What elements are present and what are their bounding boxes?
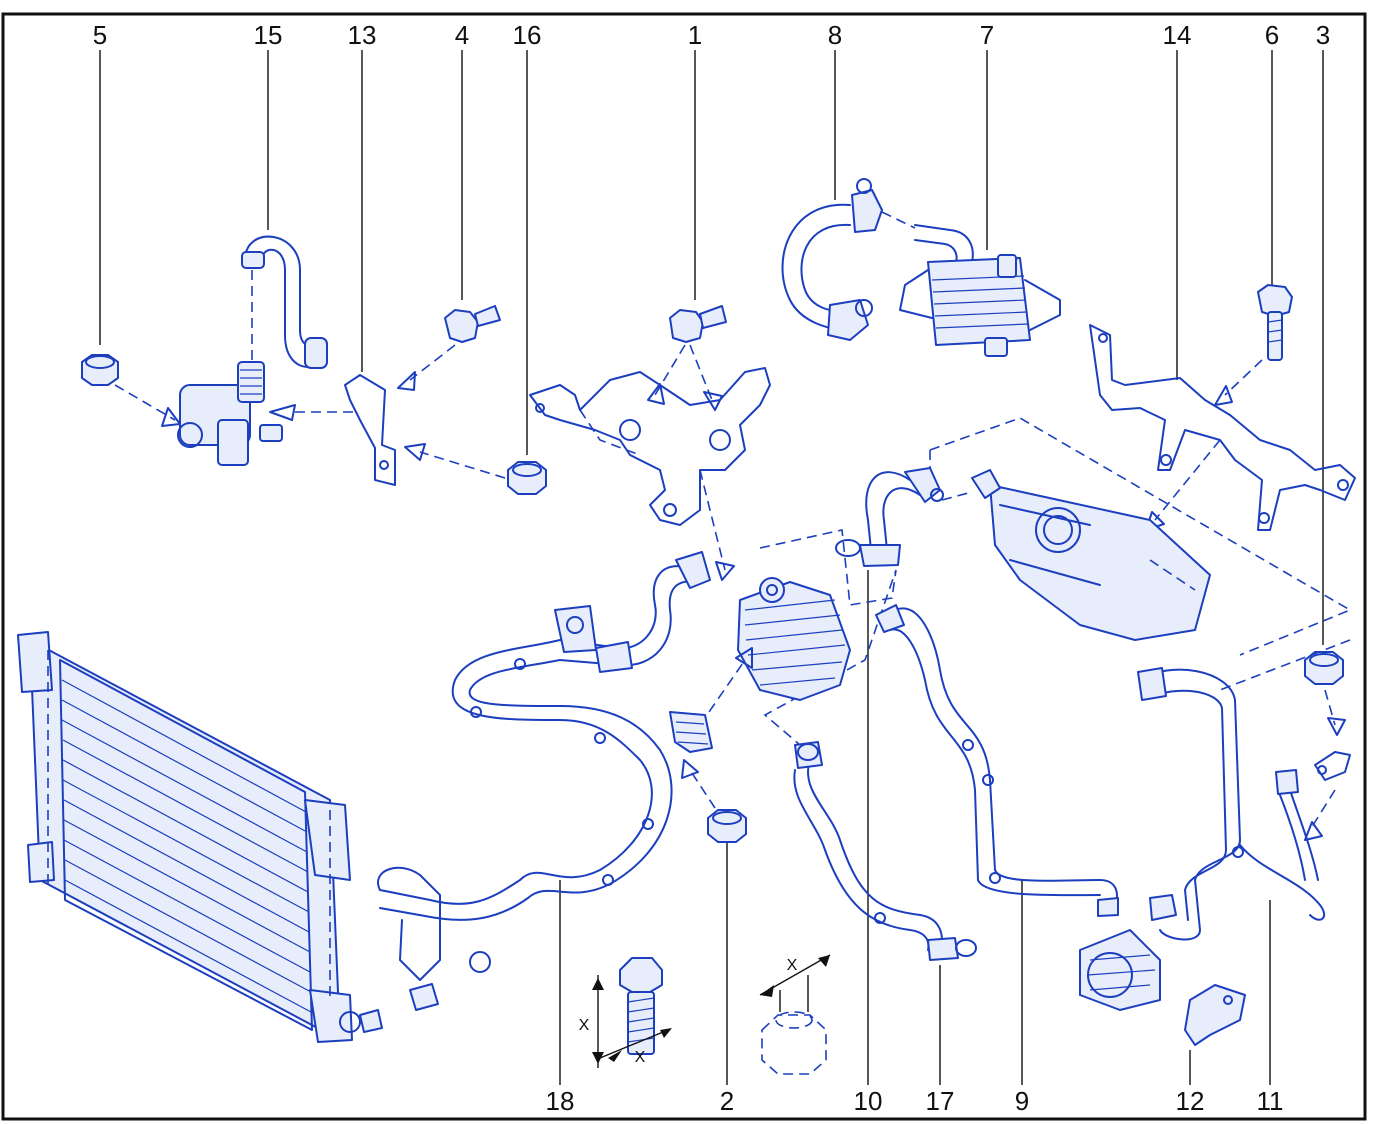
clip-part-3 <box>1314 751 1351 781</box>
bolt-part-6 <box>1257 284 1293 361</box>
dimension-label-x-nut: X <box>787 957 798 974</box>
hose-part-18 <box>377 551 711 1011</box>
callout-12: 12 <box>1176 1086 1205 1116</box>
nut-part-5 <box>81 354 119 386</box>
hose-part-15 <box>241 235 328 369</box>
bolt-part-1 <box>669 305 727 343</box>
hose-part-17 <box>793 741 977 961</box>
hose-part-8 <box>781 178 883 341</box>
callout-1: 1 <box>688 20 702 50</box>
hose-part-10 <box>835 467 944 567</box>
callout-18: 18 <box>546 1086 575 1116</box>
bracket-part-12 <box>1184 984 1246 1046</box>
callout-16: 16 <box>513 20 542 50</box>
callout-10: 10 <box>854 1086 883 1116</box>
coolant-reservoir <box>971 469 1211 641</box>
dimension-label-x-diagonal: X <box>635 1049 646 1066</box>
callout-8: 8 <box>828 20 842 50</box>
callout-2: 2 <box>720 1086 734 1116</box>
callout-17: 17 <box>926 1086 955 1116</box>
hose-part-11 <box>1137 667 1326 941</box>
callout-7: 7 <box>980 20 994 50</box>
callout-6: 6 <box>1265 20 1279 50</box>
leader-lines <box>99 50 1324 1085</box>
callout-3: 3 <box>1316 20 1330 50</box>
oil-cooler-part-7 <box>899 224 1061 357</box>
callout-14: 14 <box>1163 20 1192 50</box>
pump-dashed-box <box>759 529 897 746</box>
nut-part-16 <box>507 461 547 495</box>
bolt-part-4 <box>444 305 501 343</box>
callout-13: 13 <box>348 20 377 50</box>
callout-9: 9 <box>1015 1086 1029 1116</box>
bracket-part-13 <box>344 374 396 486</box>
dimension-label-x-vertical: X <box>579 1017 590 1034</box>
reservoir-outline <box>929 417 1352 656</box>
electric-water-pump <box>737 577 851 701</box>
callout-15: 15 <box>254 20 283 50</box>
bracket-part-14 <box>1089 324 1356 531</box>
nut-part-3 <box>1304 651 1344 685</box>
pump-mount-bracket <box>669 711 713 753</box>
auxiliary-water-pump <box>1079 929 1161 1011</box>
callout-4: 4 <box>455 20 469 50</box>
valve-assembly <box>177 361 283 466</box>
callout-5: 5 <box>93 20 107 50</box>
callout-labels: 5 15 13 4 16 1 8 7 14 6 3 18 2 10 17 9 1… <box>93 20 1330 1116</box>
radiator <box>17 631 383 1043</box>
nut-dimension-detail: X <box>759 954 831 1075</box>
callout-11: 11 <box>1257 1086 1284 1116</box>
engine-mount-bracket <box>529 367 771 526</box>
hose-part-9 <box>875 604 1119 917</box>
diagram-frame <box>1 12 1367 1121</box>
nut-part-2 <box>707 809 747 843</box>
bolt-dimension-detail: X X <box>579 957 672 1068</box>
